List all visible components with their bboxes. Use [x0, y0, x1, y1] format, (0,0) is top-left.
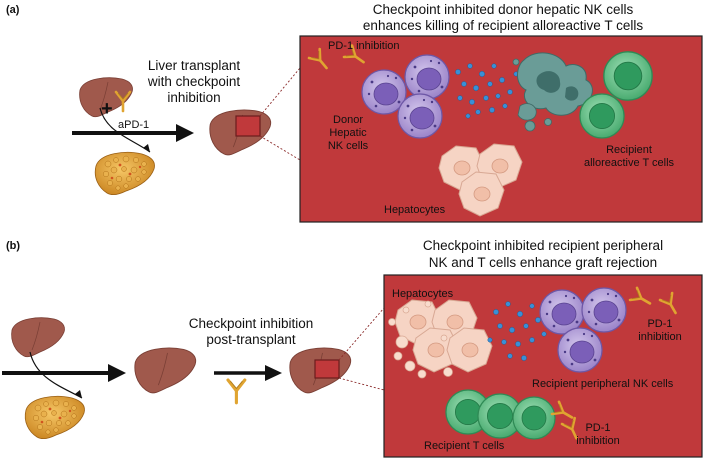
arrow-icon	[29, 351, 83, 399]
cirrhotic-liver-icon	[94, 151, 155, 196]
t-cell-icon	[579, 93, 625, 139]
nk-cell-icon	[397, 93, 443, 139]
pd1-top-label-line2: inhibition	[638, 331, 682, 343]
hepatocytes-label-a: Hepatocytes	[384, 204, 446, 216]
recipient-nk-label: Recipient peripheral NK cells	[532, 378, 674, 390]
transplant-label-line1: Liver transplant	[147, 58, 241, 73]
panel-b-tag: (b)	[6, 240, 21, 252]
zoom-box	[314, 359, 340, 379]
arrow-icon	[108, 364, 126, 382]
nk-cell-icon	[581, 287, 627, 333]
nk-cell-icon	[539, 289, 585, 335]
hepatocyte-debris	[388, 300, 453, 379]
panel-a	[72, 35, 703, 223]
transplant-label-line3: inhibition	[167, 90, 221, 105]
panel-b-title-line2: NK and T cells enhance graft rejection	[428, 255, 658, 270]
liver-icon	[11, 317, 65, 358]
recipient-t-label-line2: alloreactive T cells	[583, 157, 675, 169]
pd1-top-label-line1: PD-1	[647, 318, 673, 330]
recipient-t-label-b: Recipient T cells	[424, 440, 505, 452]
hepatocytes-label-b: Hepatocytes	[392, 288, 454, 300]
cytokine-particles	[487, 301, 547, 361]
panel-a-title-line1: Checkpoint inhibited donor hepatic NK ce…	[372, 2, 634, 17]
zoom-box	[235, 115, 261, 137]
liver-icon	[134, 347, 197, 394]
donor-nk-label-line2: Hepatic	[329, 127, 367, 139]
cytokine-particles	[455, 63, 519, 119]
panel-a-title-line2: enhances killing of recipient alloreacti…	[362, 18, 644, 33]
t-cell-icon	[603, 51, 653, 101]
pd1-bottom-label-line1: PD-1	[585, 422, 611, 434]
antibody-icon	[226, 378, 247, 405]
pd1-inhibition-label: PD-1 inhibition	[328, 40, 400, 52]
transplant-label-line2: with checkpoint	[147, 74, 241, 89]
panel-a-tag: (a)	[6, 4, 20, 16]
dying-t-cells	[512, 52, 597, 132]
ci-label-line1: Checkpoint inhibition	[188, 316, 314, 331]
panel-b	[2, 274, 703, 458]
apd1-label: aPD-1	[118, 119, 150, 131]
pd1-bottom-label-line2: inhibition	[576, 435, 620, 447]
ci-label-line2: post-transplant	[206, 332, 296, 347]
recipient-t-label-line1: Recipient	[606, 144, 652, 156]
donor-nk-label-line1: Donor	[333, 114, 363, 126]
arrow-icon	[265, 365, 282, 381]
cirrhotic-liver-icon	[24, 395, 85, 440]
arrow-icon	[176, 124, 194, 142]
plus-sign: +	[101, 98, 113, 120]
nk-cell-icon	[557, 327, 603, 373]
t-cell-icon	[512, 396, 556, 440]
donor-nk-label-line3: NK cells	[327, 140, 369, 152]
panel-b-title-line1: Checkpoint inhibited recipient periphera…	[422, 238, 664, 253]
nk-cell-icon	[404, 54, 450, 100]
